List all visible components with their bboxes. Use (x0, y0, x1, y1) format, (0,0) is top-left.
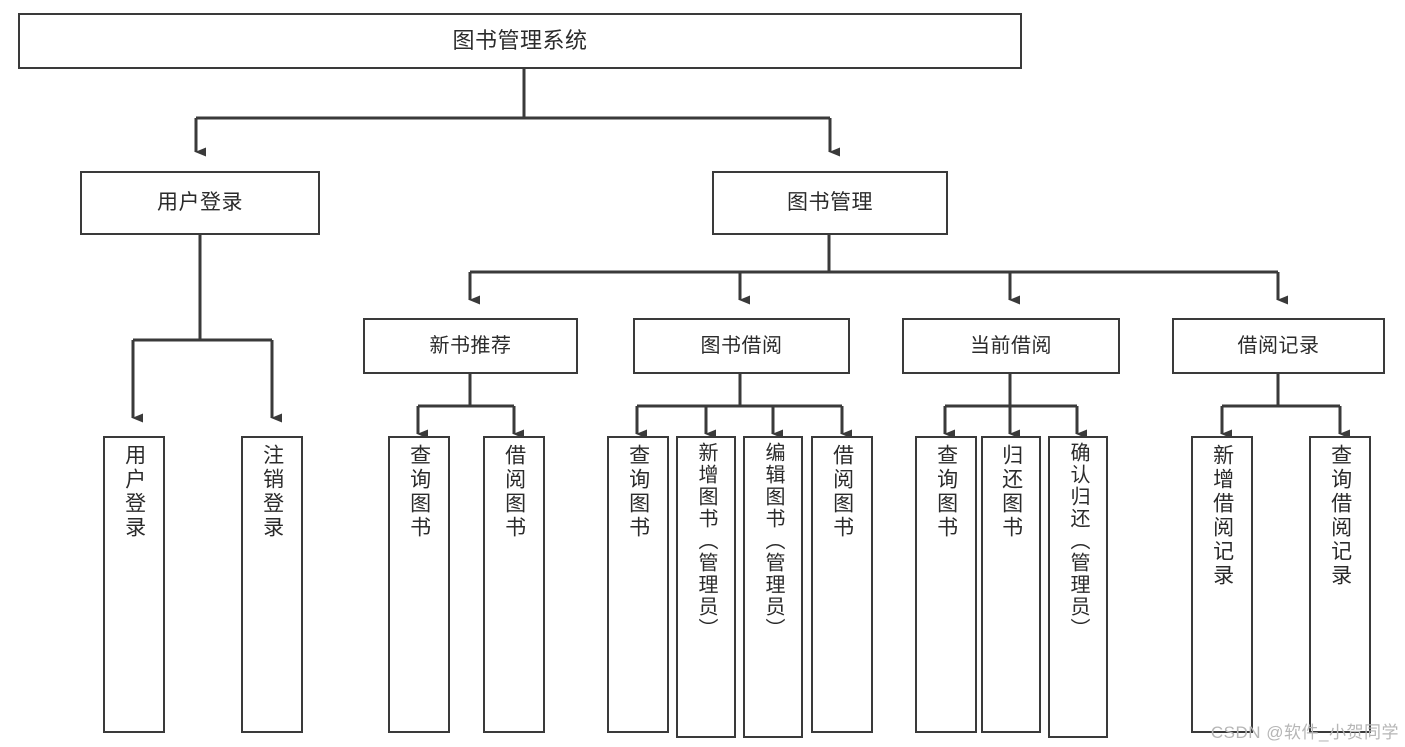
node-current-borrow[interactable]: 当前借阅 (902, 318, 1120, 374)
leaf-label: 注销登录 (260, 444, 284, 540)
node-book-management[interactable]: 图书管理 (712, 171, 948, 235)
node-label: 新书推荐 (429, 334, 512, 357)
leaf-label: 新增图书（管理员） (695, 442, 717, 640)
node-new-book-recommend[interactable]: 新书推荐 (363, 318, 578, 374)
leaf-label: 归还图书 (999, 444, 1023, 540)
leaf-label: 借阅图书 (830, 444, 854, 540)
leaf-label: 编辑图书（管理员） (762, 442, 784, 640)
leaf-label: 查询图书 (934, 444, 958, 540)
leaf-borrow-edit-book-admin[interactable]: 编辑图书（管理员） (743, 436, 803, 738)
leaf-current-query-book[interactable]: 查询图书 (915, 436, 977, 733)
leaf-label: 查询图书 (626, 444, 650, 540)
leaf-label: 确认归还（管理员） (1067, 442, 1089, 640)
leaf-record-query-record[interactable]: 查询借阅记录 (1309, 436, 1371, 733)
leaf-label: 查询借阅记录 (1328, 444, 1352, 588)
leaf-label: 用户登录 (122, 444, 146, 540)
node-borrow-record[interactable]: 借阅记录 (1172, 318, 1385, 374)
leaf-recommend-borrow-book[interactable]: 借阅图书 (483, 436, 545, 733)
node-book-borrow[interactable]: 图书借阅 (633, 318, 850, 374)
leaf-current-return-book[interactable]: 归还图书 (981, 436, 1041, 733)
leaf-current-confirm-return-admin[interactable]: 确认归还（管理员） (1048, 436, 1108, 738)
leaf-label: 借阅图书 (502, 444, 526, 540)
node-label: 用户登录 (157, 190, 243, 214)
node-label: 图书借阅 (700, 334, 783, 357)
node-user-login[interactable]: 用户登录 (80, 171, 320, 235)
node-root-library-system[interactable]: 图书管理系统 (18, 13, 1022, 69)
leaf-user-login[interactable]: 用户登录 (103, 436, 165, 733)
node-label: 当前借阅 (970, 334, 1052, 357)
node-label: 借阅记录 (1237, 334, 1320, 357)
leaf-label: 新增借阅记录 (1210, 444, 1234, 588)
leaf-borrow-add-book-admin[interactable]: 新增图书（管理员） (676, 436, 736, 738)
leaf-label: 查询图书 (407, 444, 431, 540)
leaf-record-add-record[interactable]: 新增借阅记录 (1191, 436, 1253, 733)
node-label: 图书管理系统 (452, 28, 588, 54)
leaf-borrow-query-book[interactable]: 查询图书 (607, 436, 669, 733)
node-label: 图书管理 (787, 190, 873, 214)
leaf-borrow-borrow-book[interactable]: 借阅图书 (811, 436, 873, 733)
leaf-recommend-query-book[interactable]: 查询图书 (388, 436, 450, 733)
leaf-user-logout[interactable]: 注销登录 (241, 436, 303, 733)
